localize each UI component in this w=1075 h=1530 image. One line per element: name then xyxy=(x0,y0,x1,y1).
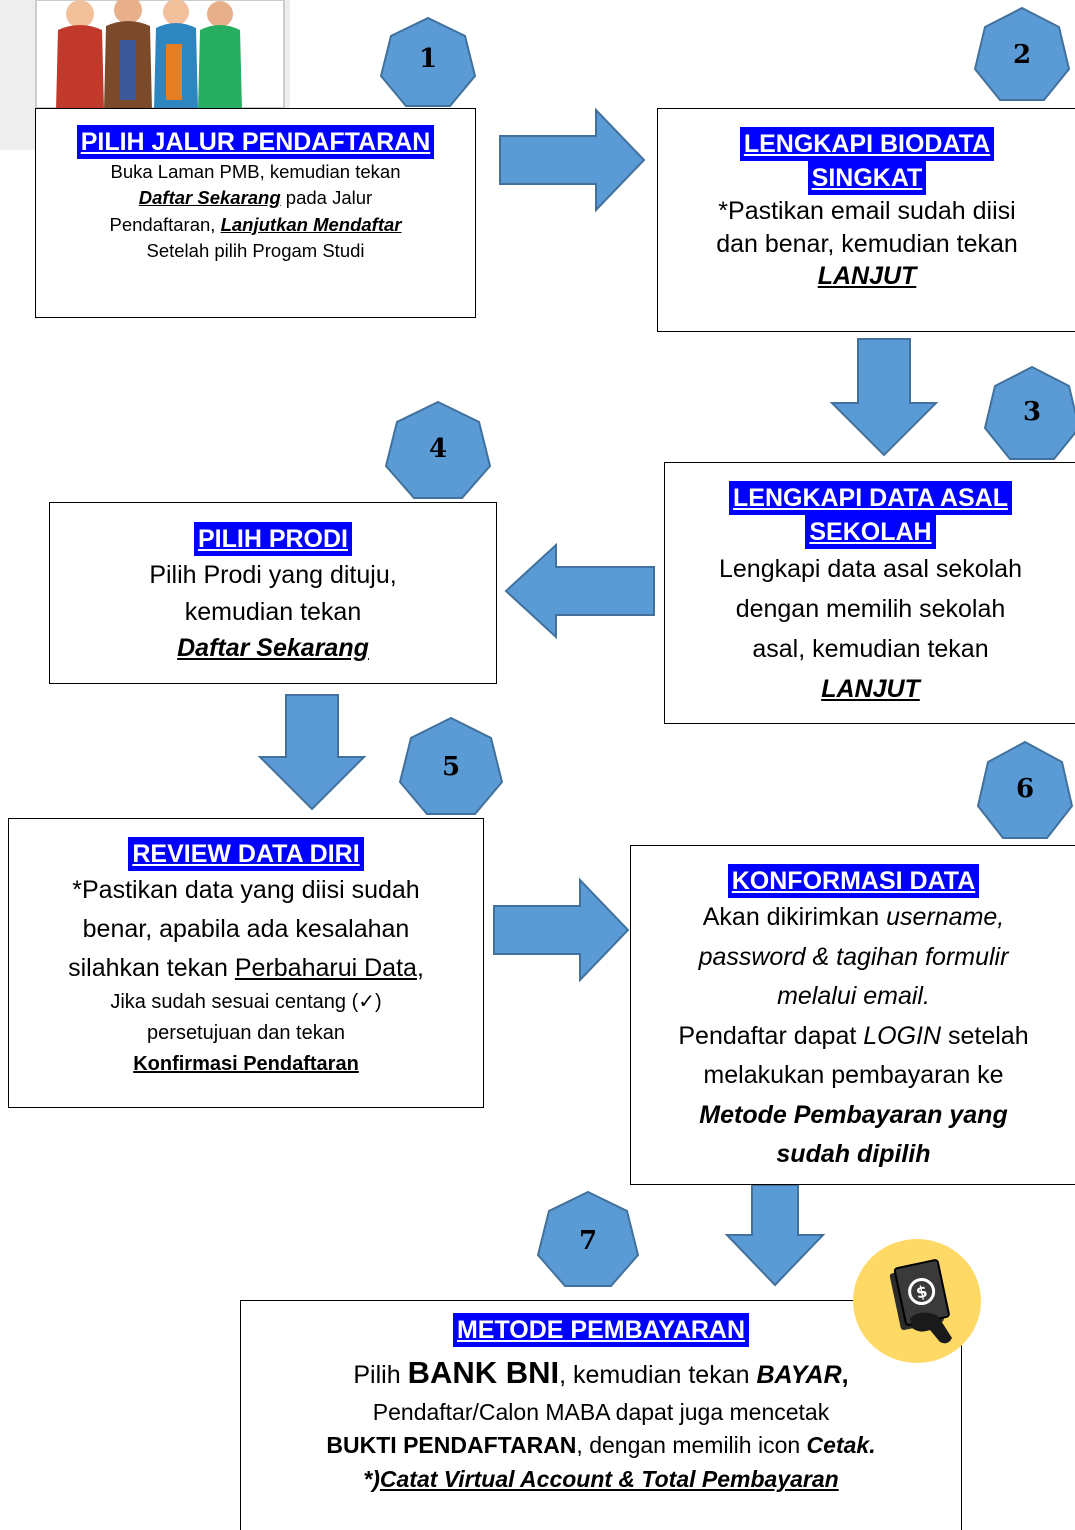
daftar-sekarang-link: Daftar Sekarang xyxy=(138,187,281,209)
step-7-line: , kemudian tekan xyxy=(559,1361,757,1389)
step-1-line: Setelah pilih Progam Studi xyxy=(146,239,365,261)
lanjutkan-mendaftar-link: Lanjutkan Mendaftar xyxy=(220,213,402,235)
step-6-box: KONFORMASI DATA Akan dikirimkan username… xyxy=(630,845,1075,1185)
step-5-line: benar, apabila ada kesalahan xyxy=(82,914,410,943)
step-1-line: Buka Laman PMB, kemudian tekan xyxy=(110,161,401,182)
badge-number: 4 xyxy=(428,434,448,464)
cetak-text: Cetak. xyxy=(806,1432,876,1459)
badge-number: 5 xyxy=(441,752,461,782)
step-6-line: password & tagihan formulir xyxy=(698,942,1009,971)
step-6-line: setelah xyxy=(941,1021,1029,1050)
step-5-line: , xyxy=(416,953,424,982)
step-6-line: LOGIN xyxy=(863,1021,942,1050)
step-5-title: REVIEW DATA DIRI xyxy=(128,837,364,871)
step-1-line: Pendaftaran, xyxy=(109,213,221,235)
step-4-box: PILIH PRODI Pilih Prodi yang dituju, kem… xyxy=(49,502,497,684)
step-3-line: dengan memilih sekolah xyxy=(735,595,1006,623)
step-3-box: LENGKAPI DATA ASAL SEKOLAH Lengkapi data… xyxy=(664,462,1075,724)
step-6-title: KONFORMASI DATA xyxy=(727,864,980,898)
step-badge-6: 6 xyxy=(975,740,1075,840)
badge-number: 3 xyxy=(1022,397,1042,427)
step-7-title: METODE PEMBAYARAN xyxy=(452,1313,750,1347)
step-4-line: Pilih Prodi yang dituju, xyxy=(149,561,397,590)
step-1-title: PILIH JALUR PENDAFTARAN xyxy=(76,125,435,159)
step-2-line: *Pastikan email sudah diisi xyxy=(718,197,1016,225)
step-7-line: , xyxy=(841,1361,849,1389)
step-6-line: sudah dipilih xyxy=(776,1140,931,1168)
step-6-line: melalui email. xyxy=(777,982,930,1010)
step-7-line: , dengan memilih icon xyxy=(576,1432,807,1459)
step-badge-3: 3 xyxy=(982,365,1075,461)
money-hand-icon: $ xyxy=(852,1238,982,1364)
svg-text:$: $ xyxy=(914,1282,929,1303)
arrow-right-1 xyxy=(498,107,646,213)
step-3-title: LENGKAPI DATA ASAL xyxy=(729,481,1012,515)
step-badge-1: 1 xyxy=(378,16,478,108)
arrow-down-1 xyxy=(829,337,939,457)
step-6-line: Metode Pembayaran yang xyxy=(699,1100,1008,1129)
badge-number: 2 xyxy=(1012,40,1032,70)
step-5-line: silahkan tekan xyxy=(68,953,235,982)
step-7-box: METODE PEMBAYARAN Pilih BANK BNI, kemudi… xyxy=(240,1300,962,1530)
step-1-line: pada Jalur xyxy=(280,187,373,209)
konfirmasi-pendaftaran-link: Konfirmasi Pendaftaran xyxy=(133,1053,359,1076)
step-6-line: Pendaftar dapat xyxy=(678,1021,864,1050)
lanjut-link: LANJUT xyxy=(817,262,917,290)
badge-number: 6 xyxy=(1015,774,1035,804)
bank-bni-text: BANK BNI xyxy=(407,1355,560,1390)
step-7-line: Pilih xyxy=(353,1361,408,1389)
step-4-title: PILIH PRODI xyxy=(193,522,352,556)
step-6-line: melakukan pembayaran ke xyxy=(703,1061,1004,1089)
badge-number: 1 xyxy=(418,44,438,74)
arrow-down-3 xyxy=(724,1183,826,1287)
bayar-text: BAYAR xyxy=(756,1361,842,1389)
step-2-line: dan benar, kemudian tekan xyxy=(716,229,1018,258)
perbaharui-data-link: Perbaharui Data xyxy=(234,953,417,982)
step-5-line: persetujuan dan tekan xyxy=(147,1022,345,1045)
bukti-pendaftaran-text: BUKTI PENDAFTARAN xyxy=(326,1432,577,1459)
step-5-line: *Pastikan data yang diisi sudah xyxy=(72,876,420,904)
step-5-line: Jika sudah sesuai centang (✓) xyxy=(110,991,382,1014)
step-2-box: LENGKAPI BIODATA SINGKAT *Pastikan email… xyxy=(657,108,1075,332)
step-4-line: kemudian tekan xyxy=(184,597,362,626)
step-1-box: PILIH JALUR PENDAFTARAN Buka Laman PMB, … xyxy=(35,108,476,318)
step-6-line: username, xyxy=(886,903,1005,931)
step-2-title: LENGKAPI BIODATA xyxy=(739,127,995,161)
arrow-right-2 xyxy=(492,877,630,983)
step-badge-4: 4 xyxy=(383,400,493,500)
step-5-box: REVIEW DATA DIRI *Pastikan data yang dii… xyxy=(8,818,484,1108)
step-3-line: asal, kemudian tekan xyxy=(752,635,989,663)
step-badge-7: 7 xyxy=(535,1190,641,1288)
step-7-line: Pendaftar/Calon MABA dapat juga mencetak xyxy=(372,1398,830,1425)
daftar-sekarang-link: Daftar Sekarang xyxy=(177,633,369,662)
step-badge-5: 5 xyxy=(397,716,505,816)
step-badge-2: 2 xyxy=(972,6,1072,102)
arrow-down-2 xyxy=(257,693,367,811)
badge-number: 7 xyxy=(578,1226,598,1256)
lanjut-link: LANJUT xyxy=(821,675,920,703)
step-6-line: Akan dikirimkan xyxy=(702,903,887,931)
step-2-title: SINGKAT xyxy=(807,161,927,195)
step-3-title: SEKOLAH xyxy=(805,515,936,549)
catat-virtual-account-text: Catat Virtual Account & Total Pembayaran xyxy=(379,1465,839,1492)
step-3-line: Lengkapi data asal sekolah xyxy=(718,555,1022,583)
step-7-line: *) xyxy=(363,1465,380,1492)
arrow-left-1 xyxy=(504,542,656,640)
